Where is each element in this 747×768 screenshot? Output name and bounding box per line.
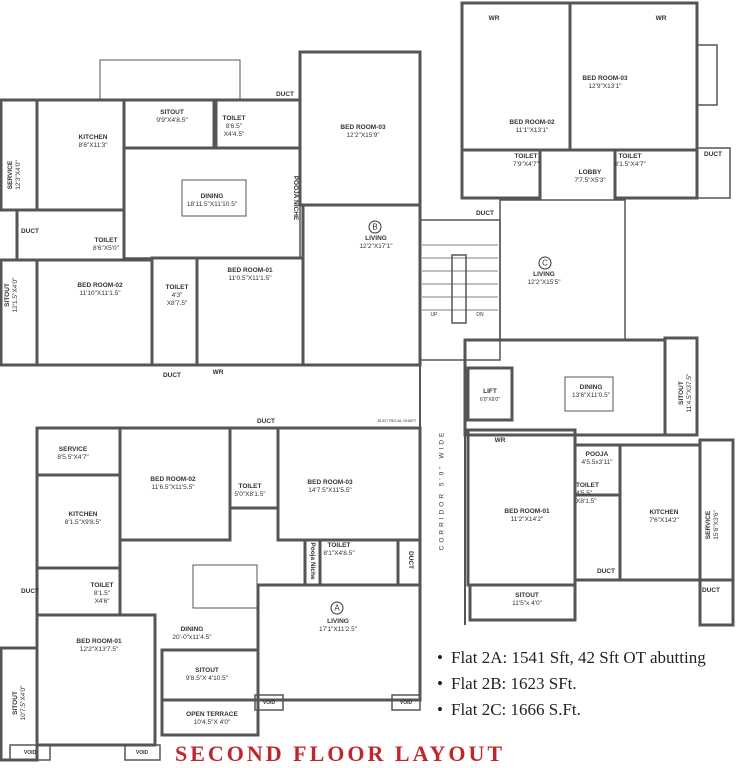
flat-marker-b: B	[368, 220, 382, 234]
duct-label: DUCT	[162, 372, 182, 379]
page-title: SECOND FLOOR LAYOUT	[175, 741, 506, 766]
duct-label: DUCT	[596, 568, 616, 575]
stairs-corridor	[419, 219, 501, 630]
wr-label: WR	[655, 15, 667, 22]
void-label: VOID	[262, 700, 276, 706]
duct-label: DUCT	[20, 228, 40, 235]
dining-tables	[181, 179, 614, 609]
stairs-up-label: UP	[430, 312, 438, 318]
duct-label: DUCT	[20, 588, 40, 595]
area-legend: •Flat 2A: 1541 Sft, 42 Sft OT abutting •…	[437, 648, 706, 726]
duct-label: DUCT	[275, 91, 295, 98]
void-label: VOID	[23, 750, 37, 756]
legend-item: •Flat 2C: 1666 S.Ft.	[437, 700, 581, 719]
flat-marker-c: C	[538, 256, 552, 270]
legend-item: •Flat 2B: 1623 SFt.	[437, 674, 577, 693]
corridor-label: CORRIDOR 5'0" WIDE	[438, 429, 446, 551]
electrical-shaft: ELECTRICAL SHAFT	[377, 418, 417, 423]
duct-label: DUCT	[407, 550, 414, 570]
pooja-niche: POOJA NICHE	[292, 175, 299, 221]
pooja-niche: Pooja Niche	[309, 542, 316, 580]
duct-label: DUCT	[703, 151, 723, 158]
wr-label: WR	[494, 437, 506, 444]
flat-marker-a: A	[330, 601, 344, 615]
wr-label: WR	[488, 15, 500, 22]
legend-item: •Flat 2A: 1541 Sft, 42 Sft OT abutting	[437, 648, 706, 667]
duct-label: DUCT	[701, 587, 721, 594]
stairs-down-label: DN	[476, 312, 484, 318]
void-label: VOID	[399, 700, 413, 706]
flat-a-walls	[0, 426, 422, 762]
flat-c-walls	[460, 1, 735, 627]
wr-label: WR	[212, 369, 224, 376]
duct-label: DUCT	[475, 210, 495, 217]
duct-label: DUCT	[256, 418, 276, 425]
void-label: VOID	[135, 750, 149, 756]
